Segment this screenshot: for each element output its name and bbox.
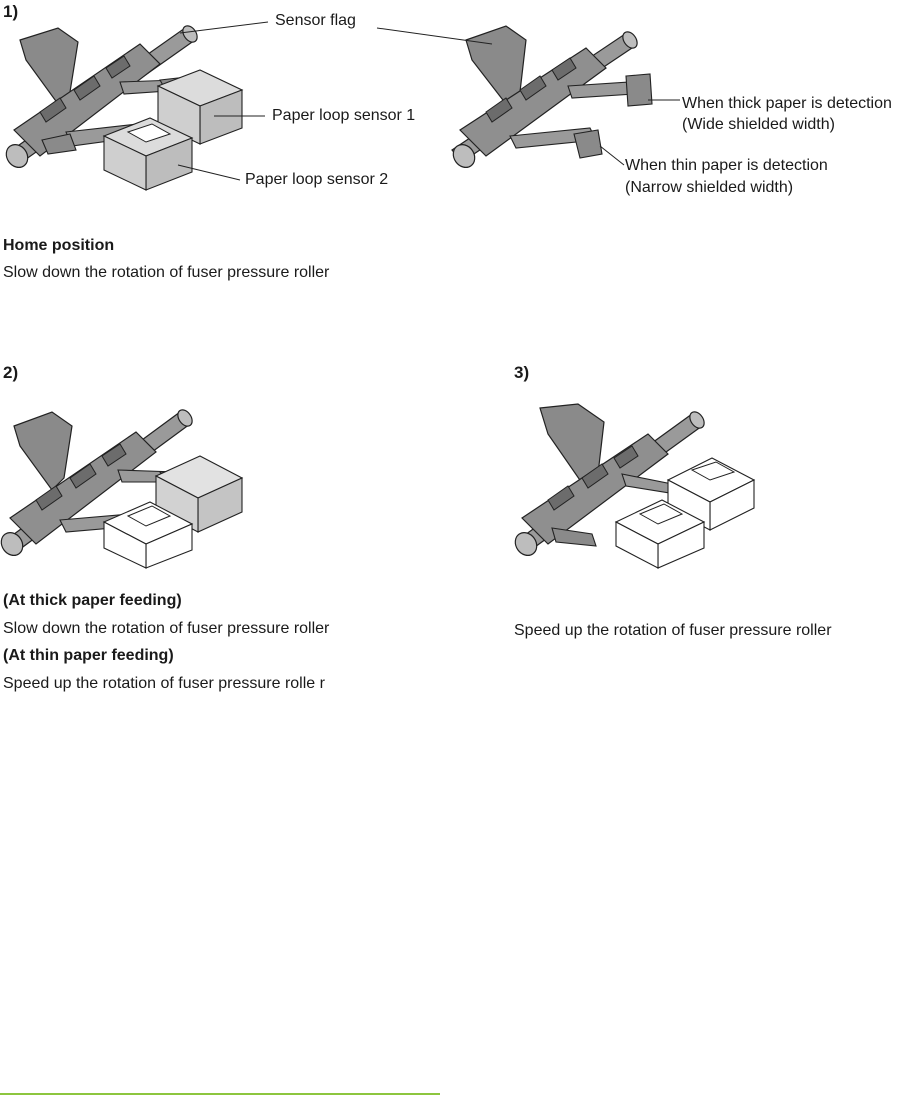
figure-step-2-assembly bbox=[0, 409, 244, 569]
footer-rule bbox=[0, 1093, 440, 1095]
step-2-sensor-2-illustration bbox=[102, 501, 194, 569]
thick-paper-feeding-title: (At thick paper feeding) bbox=[3, 592, 182, 609]
paper-loop-sensor-2-illustration bbox=[102, 117, 194, 191]
step-3-sensor-1-illustration bbox=[666, 457, 756, 531]
label-sensor-flag: Sensor flag bbox=[275, 12, 356, 29]
step-2-sensor-1-illustration bbox=[154, 455, 244, 533]
step-3-number: 3) bbox=[514, 363, 530, 382]
thin-paper-feeding-title: (At thin paper feeding) bbox=[3, 647, 174, 664]
figure-step-3-assembly bbox=[514, 403, 756, 569]
paper-loop-sensor-1-illustration bbox=[156, 69, 244, 145]
step-2-number: 2) bbox=[3, 363, 19, 382]
step-3-mechanism-illustration bbox=[514, 403, 705, 556]
sensor-flag-detail-illustration bbox=[451, 25, 653, 168]
step-1-number: 1) bbox=[3, 2, 19, 21]
figure-sensor-flag-detail bbox=[376, 25, 680, 168]
label-thick-paper-detection: When thick paper is detection bbox=[682, 95, 892, 112]
figure-home-position-assembly bbox=[5, 21, 269, 191]
label-thin-paper-detection: When thin paper is detection bbox=[625, 157, 828, 174]
home-position-text: Slow down the rotation of fuser pressure… bbox=[3, 264, 330, 281]
home-position-title: Home position bbox=[3, 237, 115, 254]
label-narrow-shielded-width: (Narrow shielded width) bbox=[625, 179, 794, 196]
label-paper-loop-sensor-1: Paper loop sensor 1 bbox=[272, 107, 416, 124]
label-paper-loop-sensor-2: Paper loop sensor 2 bbox=[245, 171, 389, 188]
step-3-text: Speed up the rotation of fuser pressure … bbox=[514, 622, 832, 639]
thick-paper-feeding-text: Slow down the rotation of fuser pressure… bbox=[3, 620, 330, 637]
step-3-sensor-2-illustration bbox=[614, 499, 706, 569]
label-wide-shielded-width: (Wide shielded width) bbox=[682, 116, 835, 133]
thin-paper-feeding-text: Speed up the rotation of fuser pressure … bbox=[3, 675, 325, 692]
